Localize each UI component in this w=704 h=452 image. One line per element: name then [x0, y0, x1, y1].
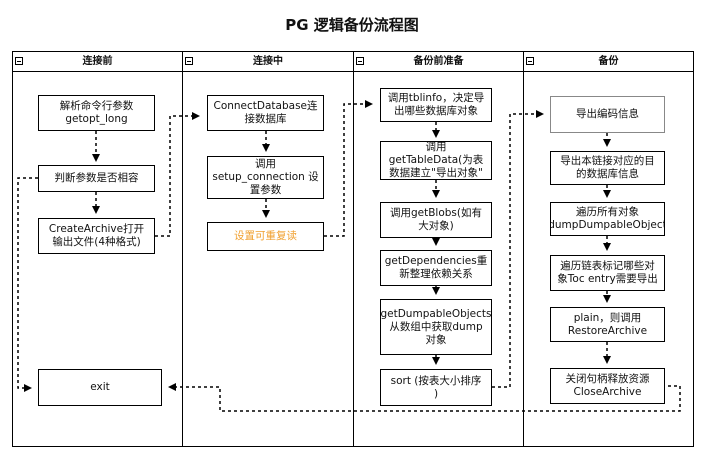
node-exit[interactable]: exit: [38, 369, 162, 406]
lane-label: 连接前: [82, 56, 113, 67]
node-tblinfo[interactable]: 调用tblinfo，决定导 出哪些数据库对象: [380, 88, 492, 122]
node-export-encoding[interactable]: 导出编码信息: [550, 96, 665, 133]
lane-label: 备份前准备: [413, 56, 464, 67]
collapse-icon[interactable]: [356, 57, 364, 65]
node-get-table-data[interactable]: 调用 getTableData(为表 数据建立"导出对象": [380, 141, 492, 180]
collapse-icon[interactable]: [185, 57, 193, 65]
node-set-repeatable-read[interactable]: 设置可重复读: [207, 222, 324, 251]
collapse-icon[interactable]: [15, 57, 23, 65]
node-connect-database[interactable]: ConnectDatabase连 接数据库: [207, 95, 324, 131]
node-restore-archive[interactable]: plain，则调用 RestoreArchive: [550, 307, 665, 342]
node-export-db-info[interactable]: 导出本链接对应的目 的数据库信息: [550, 151, 665, 185]
node-get-dumpable-objects[interactable]: getDumpableObjects 从数组中获取dump 对象: [380, 299, 492, 355]
node-setup-connection[interactable]: 调用 setup_connection 设 置参数: [207, 156, 324, 199]
node-get-blobs[interactable]: 调用getBlobs(如有 大对象): [380, 202, 492, 238]
node-check-compat[interactable]: 判断参数是否相容: [38, 165, 155, 192]
lane-header: 备份前准备: [354, 52, 523, 72]
connector-arrow: [168, 383, 681, 412]
node-create-archive[interactable]: CreateArchive打开 输出文件(4种格式): [38, 218, 155, 254]
lane-label: 连接中: [253, 56, 283, 67]
connector-arrow: [17, 177, 38, 392]
lane-header: 备份: [524, 52, 693, 72]
connector-arrow: [492, 110, 544, 388]
node-iterate-toc[interactable]: 遍历链表标记哪些对 象Toc entry需要导出: [550, 255, 665, 291]
node-get-dependencies[interactable]: getDependencies重 新整理依赖关系: [380, 250, 492, 286]
diagram-title: PG 逻辑备份流程图: [285, 16, 419, 34]
node-parse-args[interactable]: 解析命令行参数 getopt_long: [38, 95, 155, 131]
lane-label: 备份: [598, 56, 619, 67]
lane-header: 连接中: [183, 52, 353, 72]
node-sort[interactable]: sort (按表大小排序 ): [380, 369, 492, 406]
lane-backup: 备份: [523, 51, 694, 447]
connector-arrow: [324, 100, 373, 237]
connector-arrow: [155, 112, 200, 237]
lane-header: 连接前: [13, 52, 182, 72]
node-iterate-objects[interactable]: 遍历所有对象 dumpDumpableObject: [550, 202, 665, 236]
node-close-archive[interactable]: 关闭句柄释放资源 CloseArchive: [550, 368, 665, 404]
collapse-icon[interactable]: [526, 57, 534, 65]
